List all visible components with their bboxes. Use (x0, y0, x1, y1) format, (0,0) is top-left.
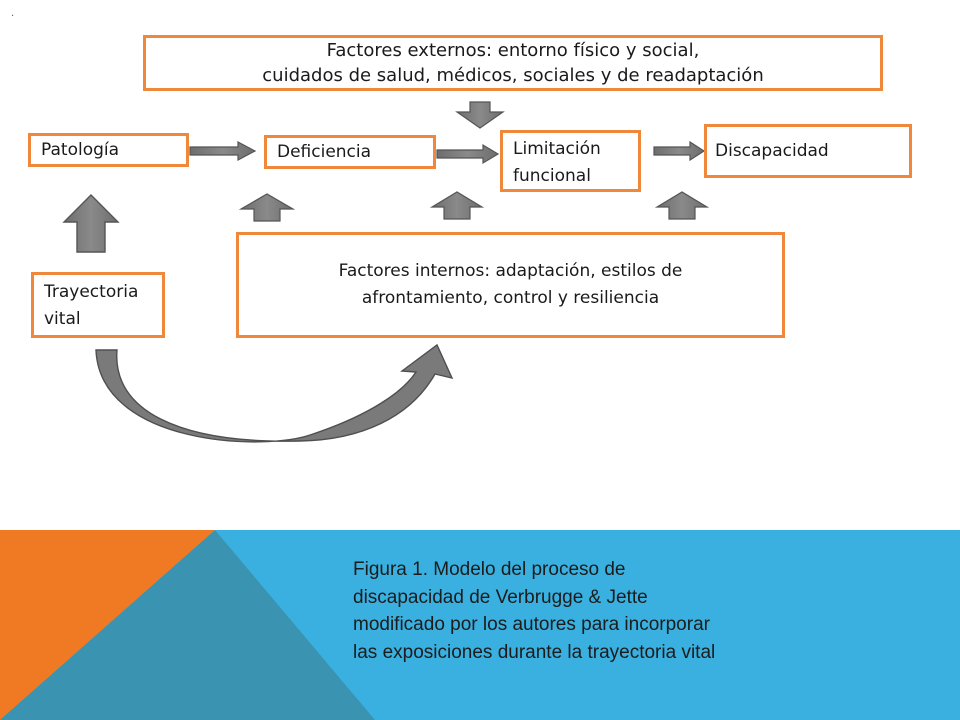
trayectoria-line-1: Trayectoria (44, 282, 139, 302)
footer-decoration (0, 530, 960, 720)
limitacion-line-2: funcional (513, 166, 591, 187)
arrow-patologia-to-deficiencia (189, 141, 257, 161)
patologia-label: Patología (41, 139, 120, 160)
caption-line-1: Figura 1. Modelo del proceso de (353, 559, 626, 580)
diagram-arrows (62, 101, 710, 443)
caption-line-4: las exposiciones durante la trayectoria … (353, 641, 716, 663)
patologia-box: Patología (28, 133, 189, 167)
internal-factors-line-1: Factores internos: adaptación, estilos d… (338, 260, 683, 281)
deficiencia-label: Deficiencia (277, 141, 372, 162)
up-arrow-trayectoria (62, 194, 120, 253)
limitacion-line-1: Limitación (513, 139, 601, 159)
arrow-limitacion-to-discapacidad (653, 140, 706, 162)
up-arrow-deficiencia (238, 193, 296, 222)
down-arrow-external (455, 101, 505, 129)
caption-line-2: discapacidad de Verbrugge & Jette (353, 586, 648, 608)
figure-caption: Figura 1. Modelo del proceso de discapac… (353, 556, 813, 666)
discapacidad-box: Discapacidad (704, 124, 912, 178)
discapacidad-label: Discapacidad (715, 140, 829, 161)
arrow-deficiencia-to-limitacion (436, 143, 500, 165)
internal-factors-line-2: afrontamiento, control y resiliencia (361, 288, 660, 308)
footer-teal-triangle (0, 530, 375, 720)
trayectoria-box: Trayectoria vital (31, 272, 165, 338)
curved-arrow-trayectoria-to-internal (95, 343, 454, 443)
external-factors-box: Factores externos: entorno físico y soci… (143, 35, 883, 91)
limitacion-box: Limitación funcional (500, 130, 641, 192)
deficiencia-box: Deficiencia (264, 135, 436, 169)
up-arrow-limitacion (429, 191, 485, 220)
external-factors-line-2: cuidados de salud, médicos, sociales y d… (262, 65, 764, 86)
up-arrow-discapacidad (654, 191, 710, 220)
corner-mark: . (11, 8, 15, 19)
external-factors-line-1: Factores externos: entorno físico y soci… (326, 39, 700, 61)
internal-factors-box: Factores internos: adaptación, estilos d… (236, 232, 785, 338)
trayectoria-line-2: vital (44, 309, 81, 330)
caption-line-3: modificado por los autores para incorpor… (353, 614, 710, 636)
